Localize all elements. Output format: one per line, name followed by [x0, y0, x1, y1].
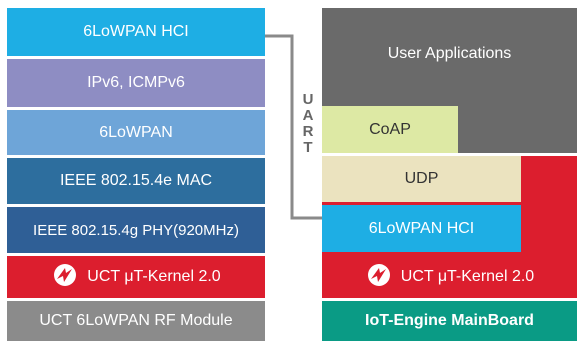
phy-label: IEEE 802.15.4g PHY(920MHz) — [33, 221, 239, 239]
udp-layer: UDP — [322, 156, 521, 202]
lowpan-layer: 6LoWPAN — [7, 110, 265, 155]
mainboard-layer: IoT-Engine MainBoard — [322, 301, 577, 341]
ipv6-layer: IPv6, ICMPv6 — [7, 59, 265, 107]
rf-module-layer: UCT 6LoWPAN RF Module — [7, 301, 265, 341]
coap-layer: CoAP — [322, 106, 458, 153]
uart-letter-a: A — [302, 107, 314, 124]
right-hci-label: 6LoWPAN HCI — [368, 219, 475, 237]
right-hci-layer: 6LoWPAN HCI — [322, 205, 521, 252]
left-hci-label: 6LoWPAN HCI — [83, 23, 189, 40]
phy-layer: IEEE 802.15.4g PHY(920MHz) — [7, 207, 265, 253]
user-applications-label-area: User Applications — [322, 8, 577, 100]
ipv6-label: IPv6, ICMPv6 — [87, 74, 185, 91]
user-applications-label: User Applications — [387, 45, 512, 62]
mainboard-label: IoT-Engine MainBoard — [365, 312, 534, 329]
uart-letter-u: U — [302, 91, 314, 108]
rf-module-label: UCT 6LoWPAN RF Module — [39, 312, 233, 329]
udp-label: UDP — [404, 170, 439, 187]
lowpan-label: 6LoWPAN — [99, 123, 173, 141]
uart-letter-r: R — [302, 123, 314, 140]
left-kernel-layer: UCT μT-Kernel 2.0 — [7, 256, 265, 298]
left-hci-layer: 6LoWPAN HCI — [7, 8, 265, 56]
coap-label: CoAP — [369, 120, 411, 138]
right-kernel-label: UCT μT-Kernel 2.0 — [400, 268, 535, 285]
left-kernel-label: UCT μT-Kernel 2.0 — [87, 268, 221, 285]
ut-kernel-logo-icon-right — [365, 263, 393, 291]
ut-kernel-logo-icon — [51, 263, 79, 291]
mac-label: IEEE 802.15.4e MAC — [59, 172, 213, 189]
uart-letter-t: T — [303, 139, 313, 156]
right-kernel-label-area: UCT μT-Kernel 2.0 — [322, 256, 577, 298]
uart-label: U A R T — [299, 92, 317, 156]
mac-layer: IEEE 802.15.4e MAC — [7, 158, 265, 204]
